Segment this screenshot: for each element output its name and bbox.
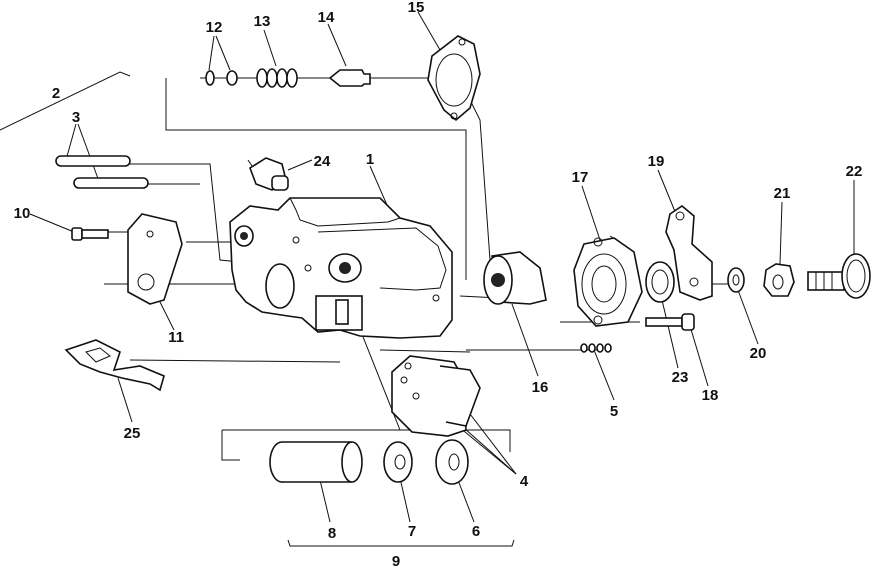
callout-11: 11: [168, 329, 184, 346]
callout-19: 19: [648, 153, 665, 170]
callout-5: 5: [610, 403, 618, 420]
callout-16: 16: [532, 379, 549, 396]
callout-17: 17: [572, 169, 589, 186]
callout-25: 25: [124, 425, 141, 442]
lever-arm-part-19: [665, 205, 713, 301]
spring-part-13: [256, 68, 298, 88]
callout-23: 23: [672, 369, 689, 386]
bolt-part-10: [71, 227, 109, 241]
callout-24: 24: [314, 153, 331, 170]
brake-pads-part-4: [391, 355, 481, 437]
pad-clip-part-25: [64, 339, 165, 392]
callout-2: 2: [52, 85, 60, 102]
nut-part-21: [763, 263, 795, 297]
callout-15: 15: [408, 0, 425, 16]
callout-20: 20: [750, 345, 767, 362]
ring-part-23: [645, 261, 675, 303]
spring-part-5: [580, 343, 612, 353]
seal-part-6: [435, 439, 469, 485]
callout-6: 6: [472, 523, 480, 540]
callout-labels: 1 2 3 4 5 6 7 8 9 10 11 12 13 14 15 16 1…: [14, 0, 863, 568]
callout-4: 4: [520, 473, 529, 490]
screw-part-18: [645, 313, 695, 331]
callout-7: 7: [408, 523, 416, 540]
callout-12: 12: [206, 19, 223, 36]
callout-14: 14: [318, 9, 335, 26]
pin-part-14: [328, 69, 371, 87]
callout-8: 8: [328, 525, 336, 542]
actuator-housing-part-17: [573, 237, 643, 327]
caliper-body-part-1: [229, 197, 453, 339]
guide-pins-part-3: [55, 155, 149, 189]
callout-9: 9: [392, 553, 400, 568]
washer-part-20: [727, 267, 745, 293]
callout-18: 18: [702, 387, 719, 404]
gasket-part-15: [427, 35, 481, 122]
bleeder-valve-part-24: [247, 157, 289, 191]
adjuster-housing-part-16: [483, 251, 547, 305]
piston-part-8: [269, 441, 363, 483]
mounting-plate-part-11: [127, 213, 183, 305]
callout-1: 1: [366, 151, 374, 168]
callout-21: 21: [774, 185, 791, 202]
callout-3: 3: [72, 109, 80, 126]
adjuster-knob-part-22: [807, 253, 871, 299]
callout-22: 22: [846, 163, 863, 180]
o-rings-part-12: [205, 70, 238, 86]
seal-part-7: [383, 441, 413, 483]
callout-10: 10: [14, 205, 31, 222]
callout-13: 13: [254, 13, 271, 30]
